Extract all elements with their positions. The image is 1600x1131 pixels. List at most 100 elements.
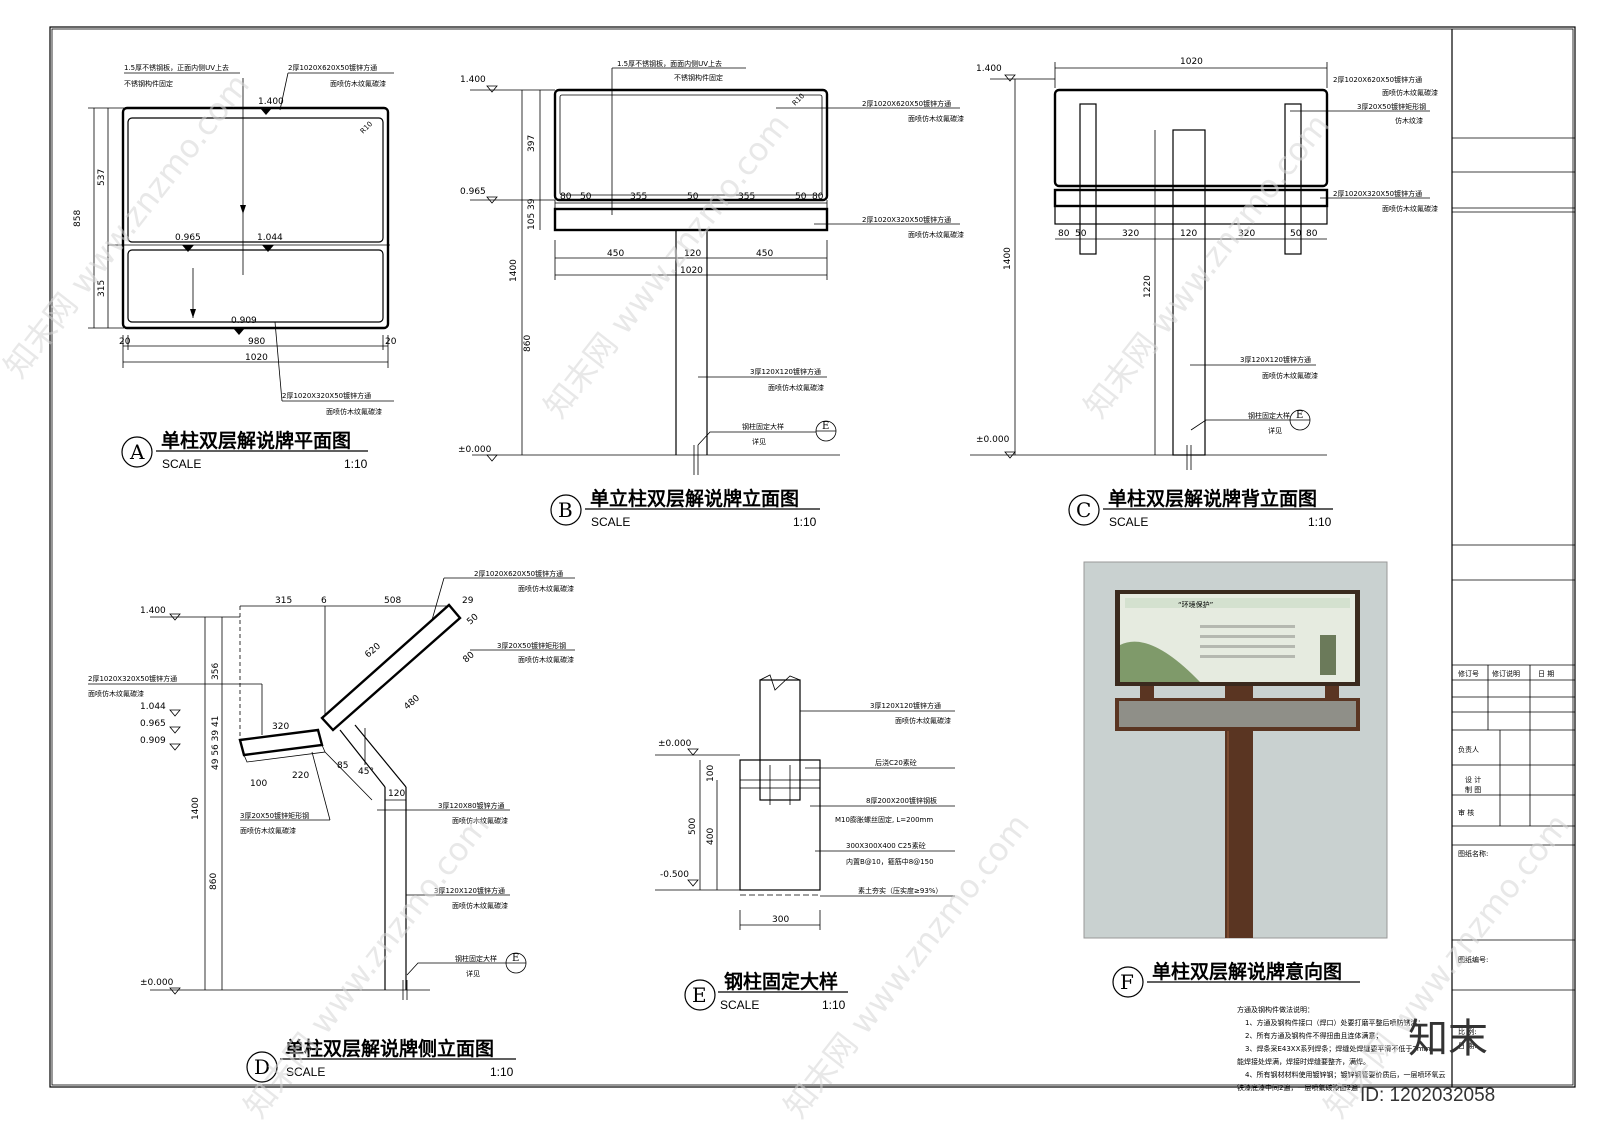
watermark-5: 知末网 www.znzmo.com (776, 806, 1037, 1125)
watermark-id: ID: 1202032058 (1360, 1085, 1495, 1106)
b-row-dim-6: 80 (812, 192, 824, 202)
e-note-plate: 8厚200X200镀锌钢板 (866, 796, 937, 805)
tb-date2: 日 期: (1458, 1042, 1477, 1050)
b-note-post-2: 面喷仿木纹氟碳漆 (768, 383, 824, 392)
d-dim-315: 315 (275, 596, 292, 606)
d-dim-50: 50 (465, 612, 480, 627)
a-note-lower-2: 面喷仿木纹氟碳漆 (326, 407, 382, 416)
d-dim-120: 120 (388, 789, 405, 799)
b-level-zero: ±0.000 (458, 445, 492, 455)
notes-heading: 方通及钢构件做法说明： (1237, 1005, 1314, 1014)
view-a-plan: 1.400 0.965 1.044 0.909 R10 1.5厚不锈钢板，正面内… (73, 63, 397, 471)
e-dim-400: 400 (706, 828, 716, 845)
e-note-base: 300X300X400 C25素砼 (846, 841, 926, 850)
b-scale-value: 1:10 (793, 515, 817, 529)
b-dim-860: 860 (523, 335, 533, 352)
f-sign-heading: “环境保护” (1178, 600, 1213, 609)
a-letter: A (129, 440, 145, 464)
b-note-top-1: 1.5厚不锈钢板，面面内侧UV上去 (617, 59, 722, 68)
d-note-lower: 2厚1020X320X50镀锌方通 (88, 674, 177, 683)
b-level-top: 1.400 (460, 75, 486, 85)
d-note-detail-2: 详见 (466, 969, 480, 978)
a-scale-value: 1:10 (344, 457, 368, 471)
view-f-render: “环境保护” F 单柱双层解说牌意向图 (1083, 561, 1388, 998)
d-level-top: 1.400 (140, 606, 166, 616)
c-row-dim-5: 50 (1290, 229, 1302, 239)
watermark-4: 知末网 www.znzmo.com (236, 806, 497, 1125)
c-level-top: 1.400 (976, 64, 1002, 74)
b-level-mid: 0.965 (460, 187, 486, 197)
notes-line-2: 3、焊条采E43XX系列焊条；焊缝处焊缝要平滑不低于2mm， (1245, 1044, 1437, 1053)
notes-line-0: 1、方通及钢构件接口（焊口）处要打磨平整后喷防锈漆； (1245, 1018, 1424, 1027)
c-note-detail: 钢柱固定大样 (1248, 411, 1290, 420)
tb-scale: 比 例: (1458, 1027, 1477, 1036)
e-note-rebar: 内置B@10，箍筋中8@150 (846, 857, 934, 866)
a-level-low: 0.909 (231, 316, 257, 326)
a-dim-20a: 20 (119, 337, 131, 347)
d-dim-100: 100 (250, 779, 267, 789)
b-note-detail-2: 详见 (752, 437, 766, 446)
b-detail-ref: E (822, 421, 829, 432)
d-dim-1400: 1400 (191, 797, 201, 820)
b-dim-105: 105 (527, 213, 537, 230)
d-dim-620: 620 (363, 641, 383, 660)
e-scale-value: 1:10 (822, 998, 846, 1012)
e-note-post-2: 面喷仿木纹氟碳漆 (895, 716, 951, 725)
c-row-dim-4: 320 (1238, 229, 1255, 239)
a-title: 单柱双层解说牌平面图 (161, 429, 351, 452)
b-dim-397: 397 (527, 135, 537, 152)
notes-line-4: 4、所有钢材材料使用镀锌钢；镀锌钢管要价质后，一层喷环氧云 (1245, 1070, 1445, 1079)
f-letter: F (1120, 970, 1134, 994)
b-note-lower-2: 面喷仿木纹氟碳漆 (908, 230, 964, 239)
c-letter: C (1076, 498, 1091, 522)
d-dim-80: 80 (461, 650, 476, 665)
b-dim-450a: 450 (607, 249, 624, 259)
view-b-elevation: 1.400 0.965 ±0.000 397 39 105 1400 860 8… (458, 59, 964, 529)
notes-line-5: 铁漆底漆中间2遍，一层喷氟碳漆面2遍 (1237, 1083, 1358, 1092)
d-level-a: 1.044 (140, 702, 166, 712)
d-note-upper-2: 面喷仿木纹氟碳漆 (518, 584, 574, 593)
view-c-back-elevation: 1.400 ±0.000 1020 2厚1020X620X50镀锌方通 面喷仿木… (970, 57, 1438, 529)
e-scale-label: SCALE (720, 998, 759, 1012)
a-note-top-1: 1.5厚不锈钢板，正面内侧UV上去 (124, 63, 229, 72)
b-note-detail: 钢柱固定大样 (742, 422, 784, 431)
e-dim-100: 100 (706, 765, 716, 782)
b-title: 单立柱双层解说牌立面图 (590, 487, 799, 510)
a-level-mid-a: 0.965 (175, 233, 201, 243)
e-dim-500: 500 (688, 818, 698, 835)
tb-rev-desc: 修订说明 (1492, 669, 1520, 678)
d-detail-ref: E (512, 953, 519, 964)
d-dim-45: 45° (358, 767, 374, 777)
b-note-upper-2: 面喷仿木纹氟碳漆 (908, 114, 964, 123)
d-note-rect-b-2: 面喷仿木纹氟碳漆 (240, 826, 296, 835)
e-note-concrete: 后浇C20素砼 (875, 758, 917, 767)
a-note-upper: 2厚1020X620X50镀锌方通 (288, 63, 377, 72)
b-radius: R10 (791, 92, 806, 107)
d-level-zero: ±0.000 (140, 978, 174, 988)
tb-drawing-no: 图纸编号: (1458, 955, 1488, 964)
d-note-post-2: 面喷仿木纹氟碳漆 (452, 901, 508, 910)
b-row-dim-1: 50 (580, 192, 592, 202)
c-note-rect-2: 仿木纹漆 (1395, 116, 1423, 125)
notes-line-1: 2、所有方通及钢构件不得扭曲且连体满意； (1245, 1031, 1382, 1040)
view-d-side-elevation: 1.400 1.044 0.965 0.909 ±0.000 356 49 56… (88, 569, 575, 1083)
d-scale-label: SCALE (286, 1065, 325, 1079)
c-dim-1400: 1400 (1003, 247, 1013, 270)
a-level-top: 1.400 (258, 97, 284, 107)
e-level-low: -0.500 (660, 870, 689, 880)
c-note-post-2: 面喷仿木纹氟碳漆 (1262, 371, 1318, 380)
d-title: 单柱双层解说牌侧立面图 (285, 1037, 494, 1060)
a-dim-1020: 1020 (245, 353, 268, 363)
d-note-rect: 3厚20X50镀锌矩形钢 (497, 641, 566, 650)
a-note-lower: 2厚1020X320X50镀锌方通 (282, 391, 371, 400)
d-dim-356: 356 (211, 663, 221, 680)
d-level-b: 0.965 (140, 719, 166, 729)
b-dim-1400: 1400 (509, 259, 519, 282)
f-title: 单柱双层解说牌意向图 (1152, 960, 1342, 983)
e-note-bolt: M10膨胀螺丝固定, L=200mm (835, 815, 933, 824)
tb-design: 设 计 (1465, 775, 1481, 784)
a-dim-315: 315 (97, 280, 107, 297)
a-dim-537: 537 (97, 169, 107, 186)
c-row-dim-2: 320 (1122, 229, 1139, 239)
